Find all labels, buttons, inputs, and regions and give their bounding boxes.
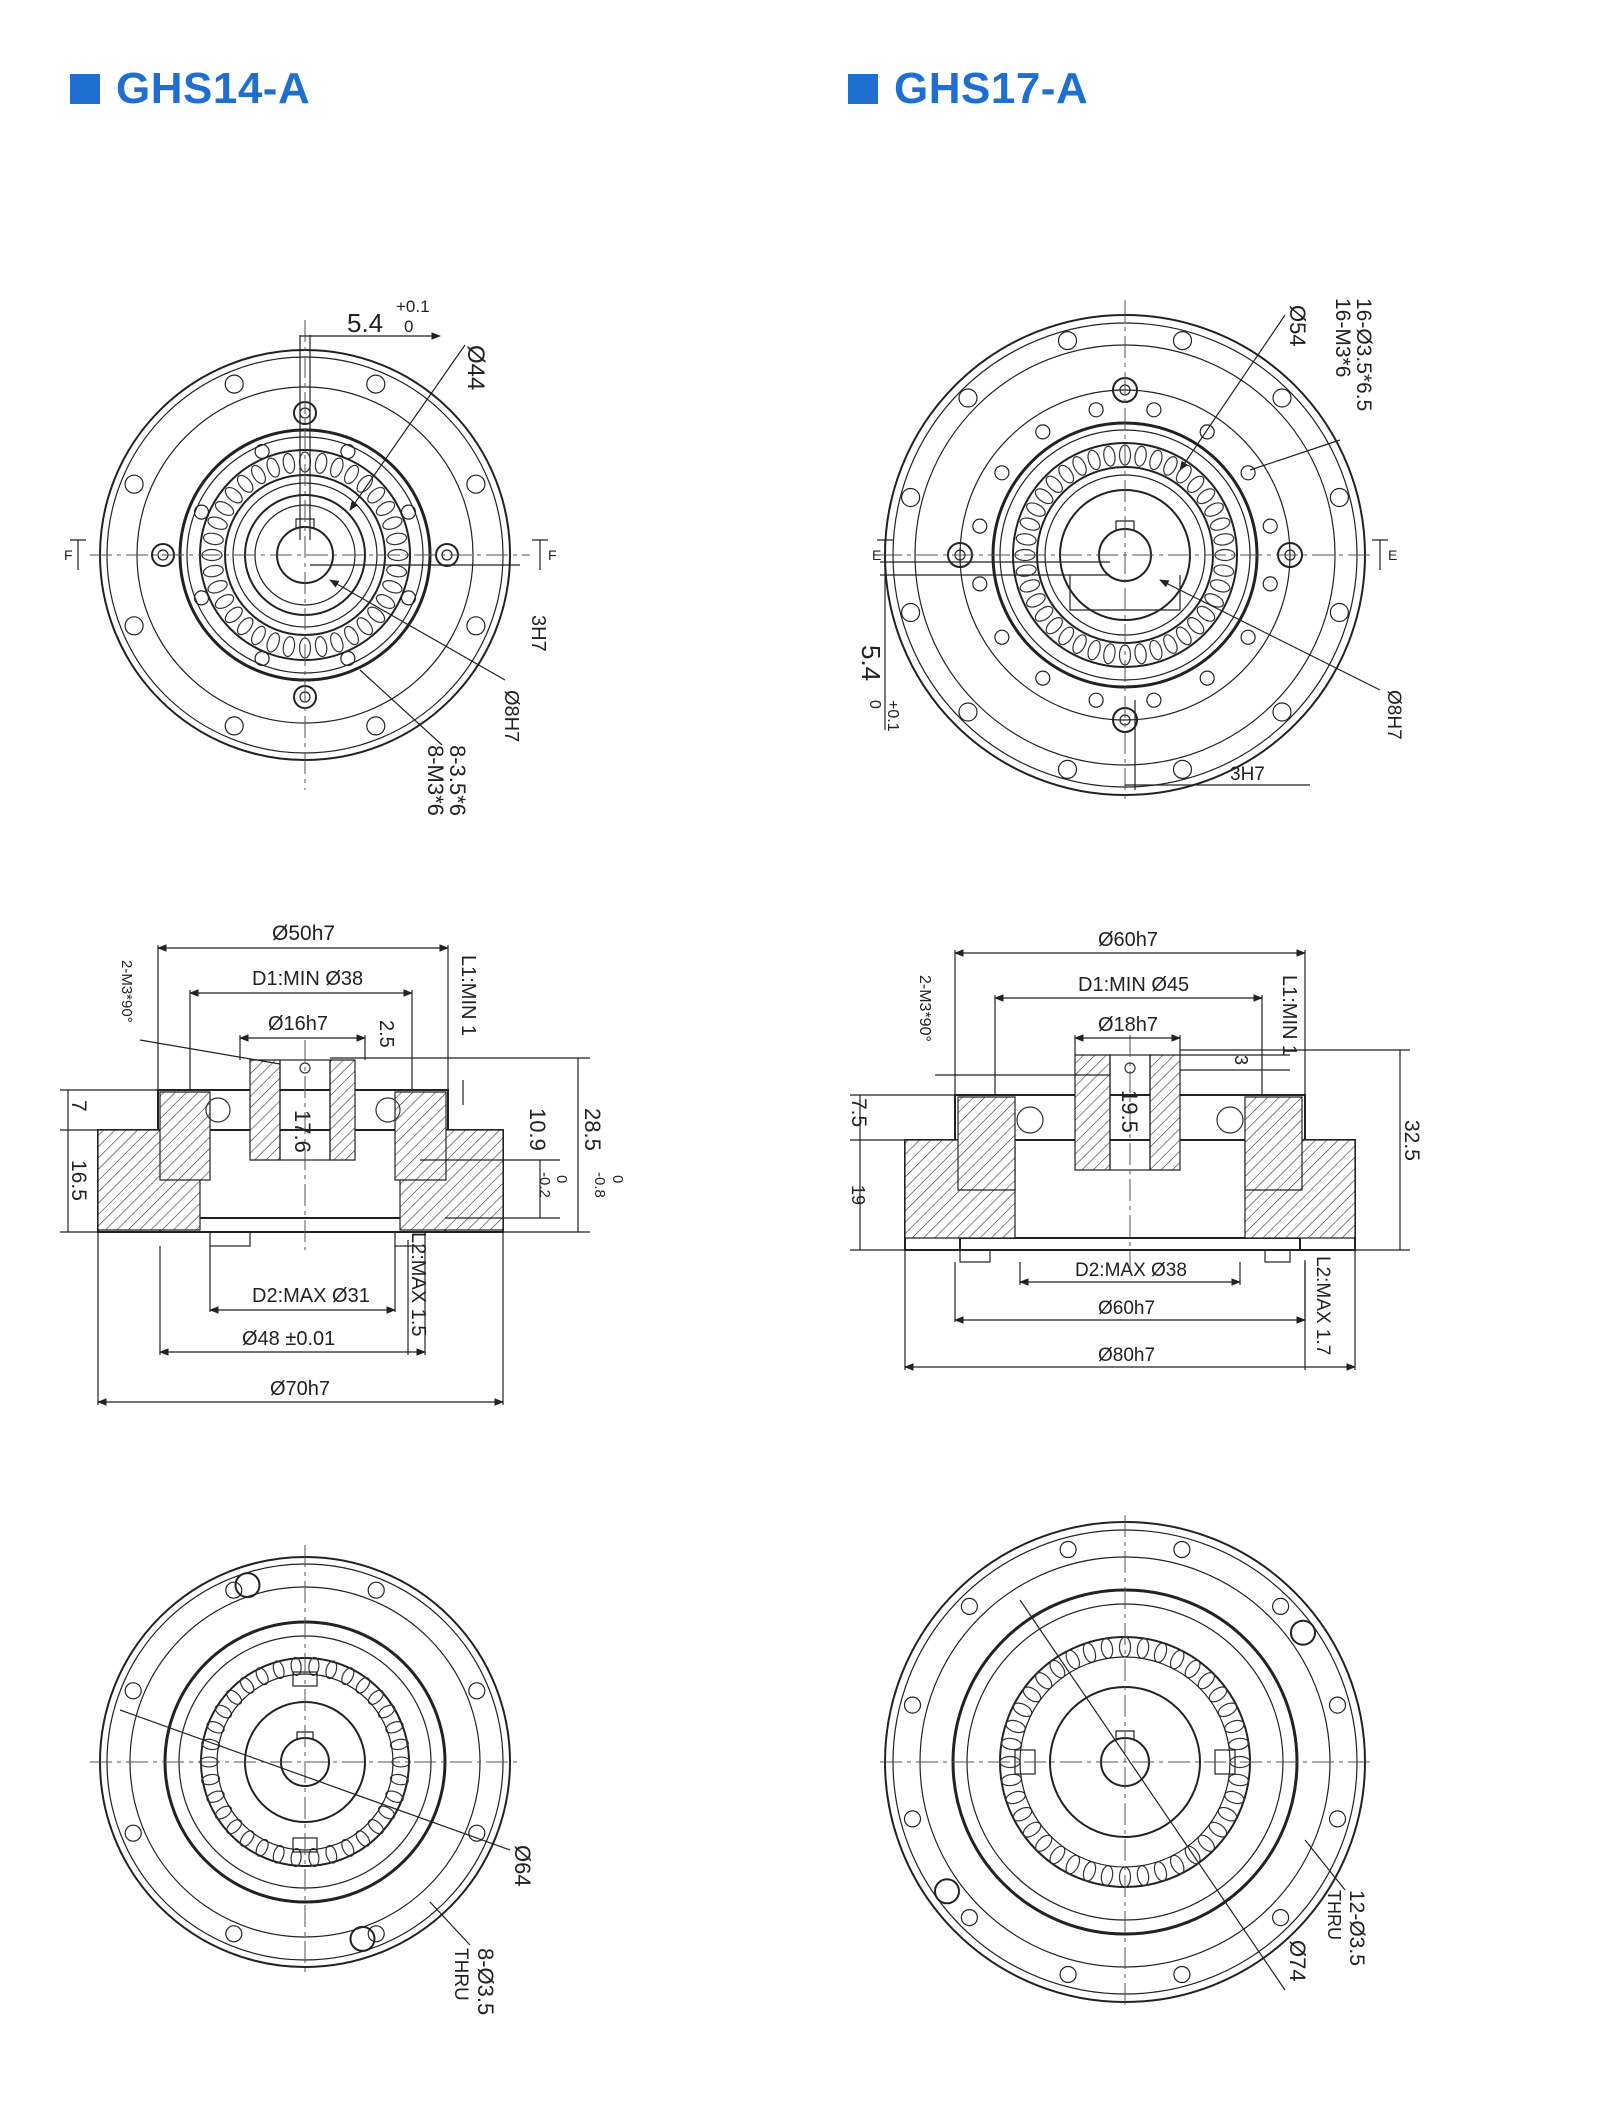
ghs14-keyway-label: 3H7 bbox=[527, 615, 549, 652]
svg-text:F: F bbox=[64, 547, 73, 563]
ghs14-rear-holes-label: 8-Ø3.5 bbox=[473, 1948, 498, 2015]
ghs17-hub-dia-label: Ø60h7 bbox=[1098, 929, 1158, 951]
ghs14-rear-pcd-label: Ø64 bbox=[510, 1845, 535, 1887]
ghs17-rear-holes-label: 12-Ø3.5 bbox=[1345, 1890, 1368, 1966]
ghs14-flange-dia-label: Ø70h7 bbox=[270, 1378, 330, 1400]
ghs14-keywidth-tol-upper: +0.1 bbox=[396, 297, 430, 316]
ghs14-side-view: Ø50h7 D1:MIN Ø38 Ø16h7 2-M3*90° L1:MIN 1… bbox=[60, 922, 626, 1406]
ghs17-l2-label: L2:MAX 1.7 bbox=[1312, 1256, 1333, 1355]
model-title-ghs14: GHS14-A bbox=[70, 64, 310, 114]
ghs17-keywidth-label: 5.4 bbox=[856, 645, 886, 681]
ghs14-dim-165-label: 16.5 bbox=[67, 1160, 90, 1201]
ghs17-dim-325-label: 32.5 bbox=[1400, 1120, 1423, 1161]
ghs14-dim-25-label: 2.5 bbox=[375, 1020, 397, 1048]
ghs17-holes-a-label: 16-Ø3.5*6.5 bbox=[1352, 298, 1375, 411]
title-square-icon bbox=[848, 74, 878, 104]
ghs17-dim-19-label: 19 bbox=[848, 1185, 868, 1205]
ghs17-keywidth-tol-lower: 0 bbox=[866, 700, 883, 709]
ghs14-tap-label: 2-M3*90° bbox=[118, 960, 135, 1023]
ghs14-holes-a-label: 8-3.5*6 bbox=[445, 745, 470, 816]
ghs17-l1-label: L1:MIN 1 bbox=[1278, 975, 1300, 1056]
ghs14-l2-label: L2:MAX 1.5 bbox=[407, 1232, 429, 1337]
ghs17-dim-195-label: 19.5 bbox=[1117, 1090, 1142, 1133]
ghs17-keyway-label: 3H7 bbox=[1230, 764, 1265, 785]
ghs14-keywidth-label: 5.4 bbox=[347, 308, 383, 338]
ghs14-pilot-dia-label: Ø48 ±0.01 bbox=[242, 1328, 335, 1350]
ghs14-dim-285-tol-u: 0 bbox=[609, 1175, 626, 1183]
ghs14-rear-thru-label: THRU bbox=[450, 1948, 471, 2001]
ghs14-l1-label: L1:MIN 1 bbox=[457, 955, 479, 1036]
model-title-text: GHS17-A bbox=[894, 64, 1089, 113]
ghs17-d2-label: D2:MAX Ø38 bbox=[1075, 1260, 1187, 1281]
ghs14-d2-label: D2:MAX Ø31 bbox=[252, 1285, 370, 1307]
ghs14-dim-285-tol-l: -0.8 bbox=[591, 1172, 608, 1198]
ghs14-rear-view: Ø64 8-Ø3.5 THRU bbox=[90, 1545, 535, 2015]
ghs17-pcd-label: Ø54 bbox=[1285, 305, 1310, 347]
ghs17-rear-thru-label: THRU bbox=[1324, 1890, 1344, 1940]
ghs17-rear-pcd-label: Ø74 bbox=[1285, 1940, 1310, 1982]
ghs14-dim-7-label: 7 bbox=[67, 1100, 90, 1112]
ghs14-dim-109-tol-u: 0 bbox=[553, 1175, 570, 1183]
ghs17-flange-dia-label: Ø80h7 bbox=[1098, 1345, 1155, 1366]
ghs17-holes-b-label: 16-M3*6 bbox=[1331, 298, 1354, 377]
ghs17-shaft-dia-label: Ø18h7 bbox=[1098, 1014, 1158, 1036]
ghs14-dim-109-label: 10.9 bbox=[525, 1108, 550, 1151]
ghs14-pcd-label: Ø44 bbox=[462, 345, 489, 390]
ghs17-pilot-dia-label: Ø60h7 bbox=[1098, 1298, 1155, 1319]
ghs17-side-view: Ø60h7 D1:MIN Ø45 Ø18h7 2-M3*90° L1:MIN 1… bbox=[847, 929, 1423, 1371]
svg-text:E: E bbox=[1388, 547, 1397, 563]
model-title-text: GHS14-A bbox=[116, 64, 311, 113]
ghs17-d1-label: D1:MIN Ø45 bbox=[1078, 974, 1189, 996]
ghs14-front-view: F F 5.4 +0.1 0 Ø44 3H7 Ø8H7 8-3.5*6 8-M3… bbox=[64, 297, 557, 816]
ghs17-dim-75-label: 7.5 bbox=[847, 1098, 870, 1127]
ghs14-holes-b-label: 8-M3*6 bbox=[423, 745, 448, 816]
ghs17-keywidth-tol-upper: +0.1 bbox=[884, 700, 901, 732]
ghs17-rear-view: Ø74 12-Ø3.5 THRU bbox=[880, 1515, 1370, 2005]
ghs14-dim-285-label: 28.5 bbox=[580, 1108, 605, 1151]
ghs17-front-view: E E Ø54 16-Ø3.5*6.5 16-M3*6 5.4 +0.1 0 3… bbox=[856, 298, 1404, 800]
model-title-ghs17: GHS17-A bbox=[848, 64, 1088, 114]
ghs14-keywidth-tol-lower: 0 bbox=[404, 317, 413, 336]
svg-text:E: E bbox=[872, 547, 881, 563]
ghs14-hub-dia-label: Ø50h7 bbox=[272, 922, 335, 945]
ghs14-bore-label: Ø8H7 bbox=[500, 690, 522, 742]
ghs17-dim-3-label: 3 bbox=[1231, 1055, 1251, 1065]
ghs14-d1-label: D1:MIN Ø38 bbox=[252, 968, 363, 990]
title-square-icon bbox=[70, 74, 100, 104]
ghs14-dim-176-label: 17.6 bbox=[290, 1110, 315, 1153]
svg-text:F: F bbox=[548, 547, 557, 563]
ghs17-bore-label: Ø8H7 bbox=[1383, 690, 1404, 740]
ghs14-shaft-dia-label: Ø16h7 bbox=[268, 1013, 328, 1035]
ghs17-tap-label: 2-M3*90° bbox=[916, 975, 933, 1042]
ghs14-dim-109-tol-l: -0.2 bbox=[536, 1172, 553, 1198]
